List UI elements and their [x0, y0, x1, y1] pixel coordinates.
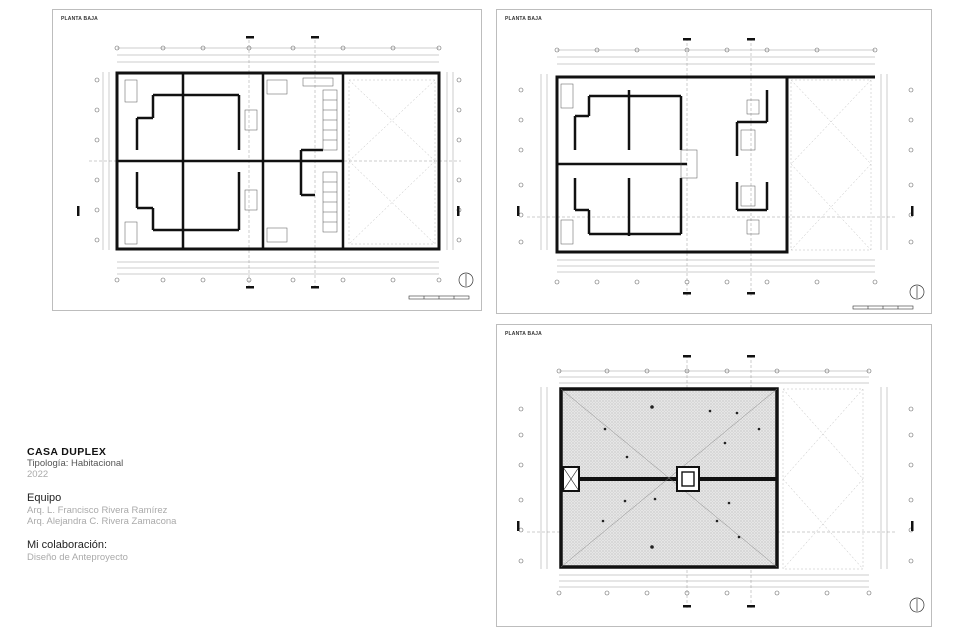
team-heading: Equipo: [27, 492, 62, 504]
project-typology: Tipología: Habitacional: [27, 458, 124, 469]
sheet-title: PLANTA BAJA: [505, 16, 542, 22]
project-title: CASA DUPLEX: [27, 446, 107, 458]
project-info: CASA DUPLEX Tipología: Habitacional 2022…: [27, 446, 287, 563]
team-member: Arq. Alejandra C. Rivera Zamacona: [27, 516, 177, 527]
plan-sheet-1[interactable]: PLANTA BAJA: [52, 9, 482, 311]
project-year: 2022: [27, 469, 49, 480]
plan-sheet-2[interactable]: PLANTA BAJA: [496, 9, 932, 314]
team-member: Arq. L. Francisco Rivera Ramírez: [27, 505, 168, 516]
floor-plan-drawing-2: [517, 38, 925, 310]
collaboration-role: Diseño de Anteproyecto: [27, 552, 128, 563]
plan-sheet-3[interactable]: PLANTA BAJA: [496, 324, 932, 627]
sheet-title: PLANTA BAJA: [61, 16, 98, 22]
sheet-title: PLANTA BAJA: [505, 331, 542, 337]
roof-plan-drawing: [517, 355, 925, 613]
collaboration-heading: Mi colaboración:: [27, 539, 108, 551]
floor-plan-drawing-1: [77, 36, 474, 300]
